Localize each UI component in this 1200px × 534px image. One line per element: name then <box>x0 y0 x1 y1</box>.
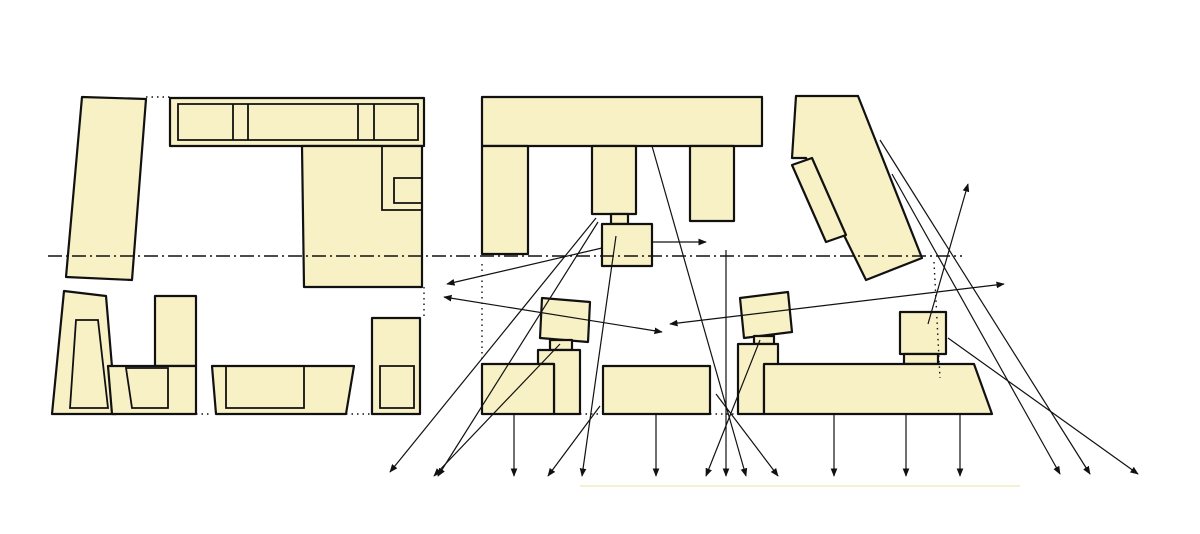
building-outline <box>379 365 415 409</box>
arrow <box>927 183 970 325</box>
arrow <box>389 217 597 473</box>
building-outline <box>225 365 305 409</box>
arrow <box>433 343 561 477</box>
building-outline <box>69 319 110 409</box>
arrow <box>715 393 779 477</box>
pavilion-block <box>600 222 654 268</box>
arrow <box>891 173 1061 475</box>
left-plan <box>50 95 426 416</box>
arrow <box>705 339 761 477</box>
arrow <box>446 247 603 286</box>
arrow <box>669 281 1005 327</box>
building-block <box>153 294 198 368</box>
pavilion-block <box>898 310 948 356</box>
building-block <box>64 95 148 282</box>
building-block <box>210 364 356 416</box>
building-block <box>902 352 940 366</box>
building-block <box>480 144 530 256</box>
building-outline <box>381 146 422 211</box>
movement-arrows <box>389 139 1139 477</box>
building-outline <box>177 103 419 141</box>
building-block <box>548 338 574 352</box>
arrow <box>579 235 617 477</box>
building-block <box>601 364 712 416</box>
building-block <box>790 94 924 282</box>
building-block <box>300 144 424 289</box>
building-block <box>752 334 776 346</box>
arrow <box>437 221 599 477</box>
arrow <box>947 337 1139 475</box>
building-block <box>480 95 764 148</box>
building-block <box>762 362 994 416</box>
pavilion-block <box>538 296 592 344</box>
right-plan <box>480 94 994 416</box>
building-block <box>790 156 848 244</box>
arrow <box>443 294 663 335</box>
building-block <box>106 364 198 416</box>
arrow <box>547 405 601 477</box>
building-block <box>168 96 426 148</box>
building-block <box>590 144 638 216</box>
building-outline <box>393 177 423 204</box>
arrow <box>879 139 1091 475</box>
building-block <box>609 212 630 226</box>
building-block <box>688 144 736 223</box>
arrow <box>651 145 748 477</box>
building-outline <box>124 367 169 409</box>
